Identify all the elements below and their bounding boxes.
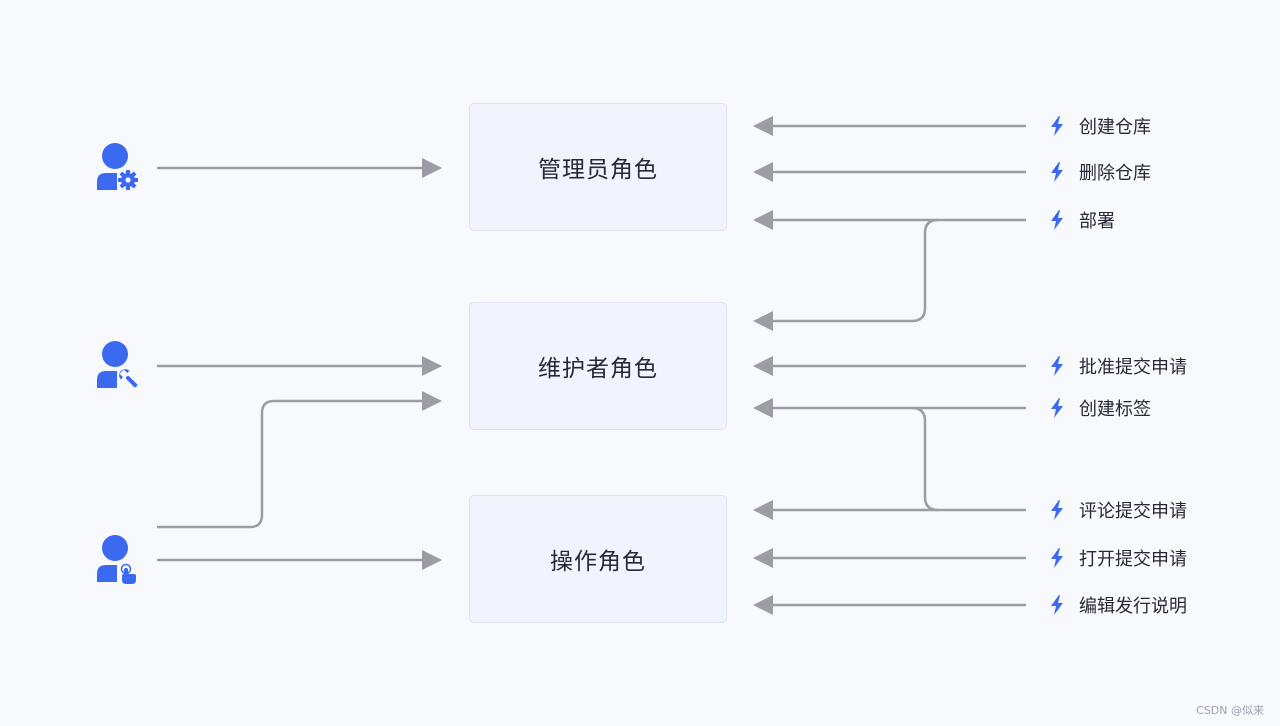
action-label: 编辑发行说明: [1079, 596, 1187, 617]
action-label: 打开提交申请: [1079, 549, 1187, 570]
admin-role-label: 管理员角色: [538, 157, 658, 183]
action-label: 批准提交申请: [1079, 357, 1187, 378]
action-comment-pr: 评论提交申请: [1046, 497, 1187, 523]
action-label: 评论提交申请: [1079, 501, 1187, 522]
action-label: 创建标签: [1079, 399, 1151, 420]
operator-role-label: 操作角色: [550, 549, 646, 575]
action-approve-pr: 批准提交申请: [1046, 353, 1187, 379]
lightning-icon: [1051, 398, 1063, 418]
lightning-icon: [1051, 116, 1063, 136]
user-pointer-icon: [97, 535, 136, 584]
action-label: 创建仓库: [1079, 117, 1151, 138]
action-open-pr: 打开提交申请: [1046, 545, 1187, 571]
action-deploy: 部署: [1046, 207, 1115, 233]
action-label: 部署: [1079, 211, 1115, 232]
arrow-comment-pr-branch: [911, 406, 939, 512]
action-delete-repo: 删除仓库: [1046, 159, 1151, 185]
lightning-icon: [1051, 210, 1063, 230]
action-create-repo: 创建仓库: [1046, 113, 1151, 139]
action-edit-release: 编辑发行说明: [1046, 592, 1187, 618]
lightning-icon: [1051, 500, 1063, 520]
admin-role-box: 管理员角色: [469, 103, 727, 231]
action-label: 删除仓库: [1079, 163, 1151, 184]
watermark: CSDN @似来: [1196, 704, 1264, 717]
maintainer-role-box: 维护者角色: [469, 302, 727, 430]
lightning-icon: [1051, 548, 1063, 568]
lightning-icon: [1051, 595, 1063, 615]
lightning-icon: [1051, 356, 1063, 376]
maintainer-role-label: 维护者角色: [538, 356, 658, 382]
action-create-tag: 创建标签: [1046, 395, 1151, 421]
user-wrench-icon: [97, 341, 138, 388]
arrow-deploy-branch: [753, 218, 939, 331]
operator-role-box: 操作角色: [469, 495, 727, 623]
user-gear-icon: [97, 143, 138, 190]
arrow-operator-user-to-maint-role: [157, 391, 442, 529]
lightning-icon: [1051, 162, 1063, 182]
